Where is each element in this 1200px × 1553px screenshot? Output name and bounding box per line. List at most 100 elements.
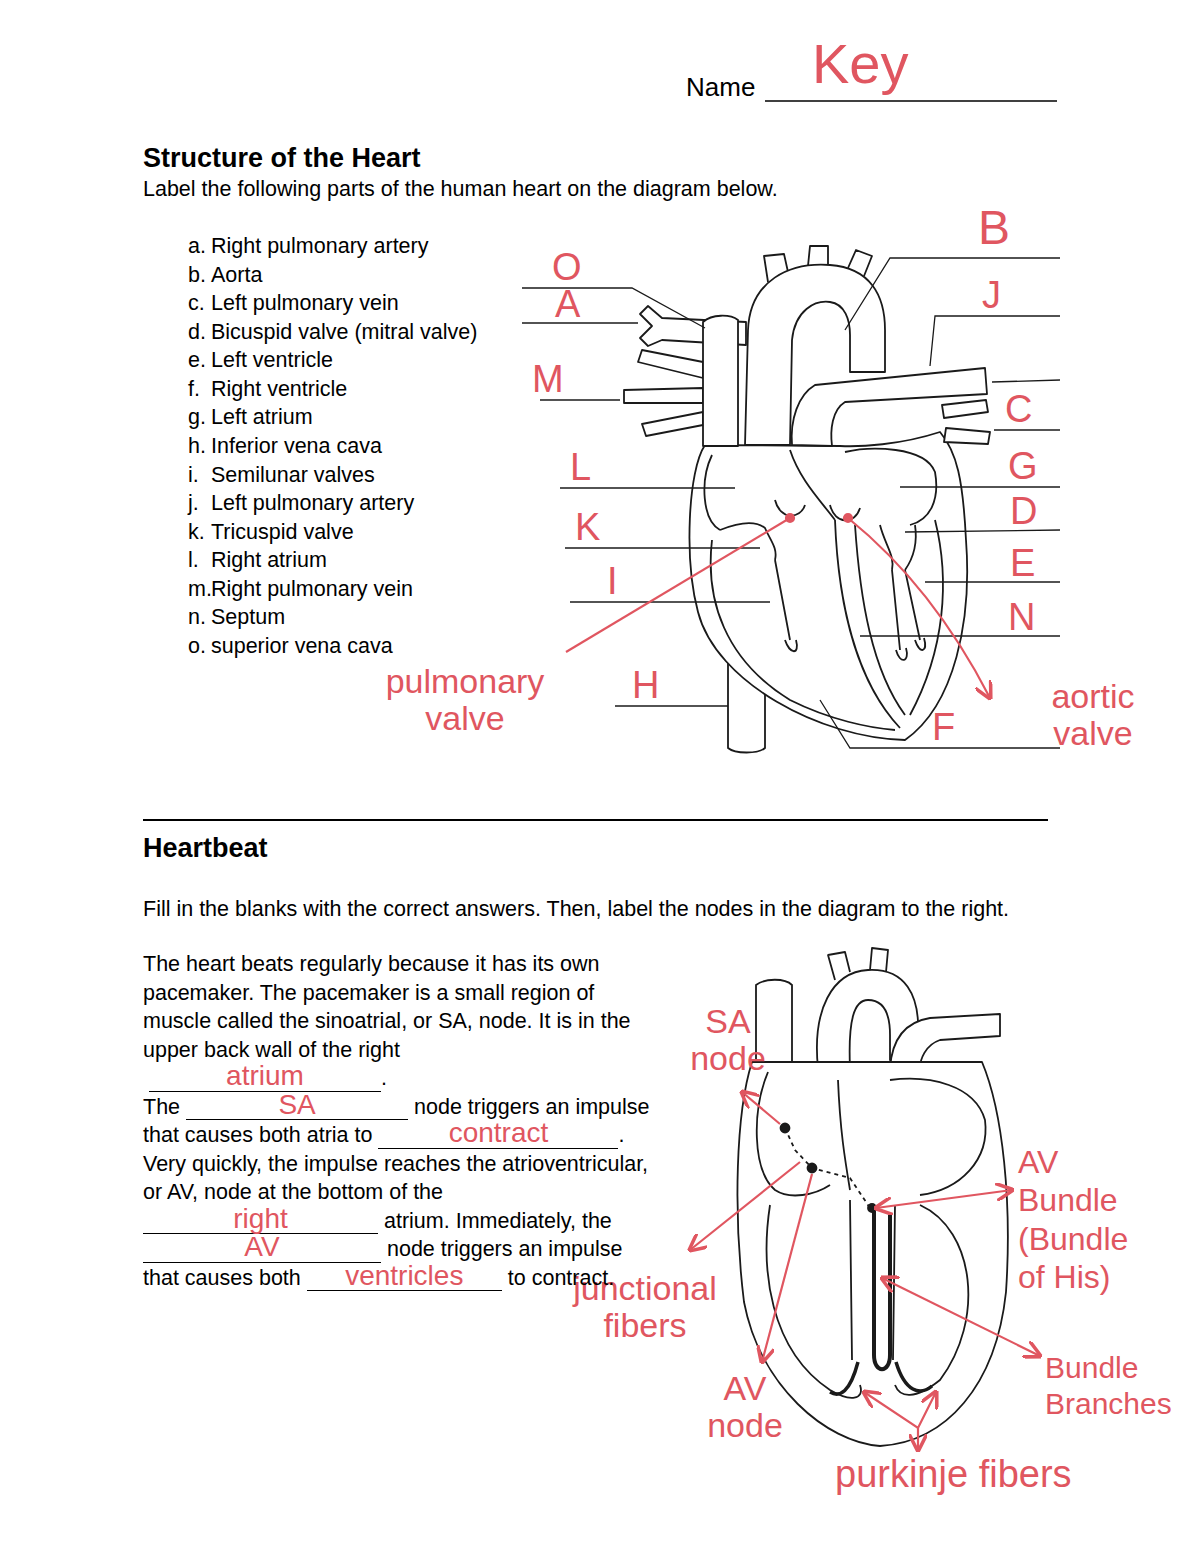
answer-letter: F (932, 708, 955, 746)
list-marker: b. (188, 263, 206, 288)
valve-annotation: pulmonary valve (365, 663, 565, 738)
list-item: Semilunar valves (211, 463, 375, 488)
fill-in-answer: contract (378, 1122, 618, 1149)
papillary-muscle (785, 638, 925, 660)
name-underline (765, 100, 1057, 102)
paragraph-text: atrium. Immediately, the (384, 1209, 612, 1233)
annotation-arrow (762, 1174, 812, 1362)
superior-vena-cava (703, 316, 738, 446)
leader-line (994, 429, 1060, 430)
section-heading: Structure of the Heart (143, 143, 421, 174)
ventricle-wall (895, 1205, 968, 1395)
leader-line (845, 258, 1060, 330)
list-item: Bicuspid valve (mitral valve) (211, 320, 477, 345)
annotation-arrow (742, 1092, 780, 1124)
instruction-text: Label the following parts of the human h… (143, 177, 778, 202)
name-label: Name (686, 73, 755, 103)
list-item: Inferior vena cava (211, 434, 382, 459)
fill-in-answer: atrium (149, 1065, 381, 1092)
paragraph-text: The heart beats regularly because it has… (143, 952, 631, 1062)
conduction-label: purkinje fibers (835, 1455, 1072, 1493)
paragraph-text: node triggers an impulse (387, 1237, 622, 1261)
annotation-arrow (917, 1428, 919, 1450)
pulmonary-trunk (890, 1014, 1000, 1068)
list-item: Right atrium (211, 548, 327, 573)
fill-in-answer: SA (186, 1094, 408, 1121)
paragraph-text: that causes both atria to (143, 1123, 372, 1147)
leader-line (522, 288, 705, 328)
list-marker: m. (188, 577, 212, 602)
list-item: Left ventricle (211, 348, 333, 373)
list-item: Septum (211, 605, 285, 630)
aortic-branch (870, 948, 888, 972)
annotation-arrow (690, 1162, 800, 1250)
paragraph-text: to contract. (508, 1266, 614, 1290)
purkinje-fibers (830, 1362, 932, 1394)
heart-body (737, 1062, 1007, 1446)
atrium-wall (704, 455, 720, 530)
section-divider (143, 819, 1048, 821)
answer-letter: L (570, 448, 591, 486)
annotation-dot (786, 514, 794, 522)
leader-line (925, 581, 1060, 582)
valve-annotation: aortic valve (1018, 678, 1168, 753)
interatrial-septum (838, 1080, 850, 1190)
annotation-arrow (876, 1190, 1012, 1208)
sa-node (781, 1124, 790, 1133)
list-marker: i. (188, 463, 199, 488)
answer-letter: J (982, 276, 1001, 314)
conduction-path (785, 1128, 870, 1208)
list-item: Left atrium (211, 405, 313, 430)
leader-line (900, 486, 1060, 487)
heart-body (690, 432, 968, 740)
annotation-arrow (848, 518, 990, 698)
fill-in-answer: right (143, 1208, 378, 1235)
conduction-label: SA node (683, 1003, 773, 1078)
answer-key-mark: Key (812, 36, 909, 92)
list-marker: f. (188, 377, 200, 402)
list-item: Left pulmonary artery (211, 491, 414, 516)
leader-line (615, 705, 728, 706)
answer-letter: K (575, 508, 600, 546)
answer-letter: I (607, 562, 618, 600)
section-heading: Heartbeat (143, 833, 268, 864)
leader-line (992, 380, 1060, 382)
paragraph-text: that causes both (143, 1266, 301, 1290)
paragraph-block: The heart beats regularly because it has… (143, 950, 643, 1292)
list-marker: o. (188, 634, 206, 659)
leader-lines (522, 258, 1060, 748)
leader-line (820, 700, 1060, 748)
list-marker: k. (188, 520, 205, 545)
aortic-branch (808, 246, 828, 266)
paragraph-text: . (618, 1123, 624, 1147)
answer-letter: A (555, 285, 580, 323)
list-item: Right pulmonary vein (211, 577, 413, 602)
list-item: Left pulmonary vein (211, 291, 399, 316)
pulmonary-vein (942, 400, 988, 418)
leader-line (565, 547, 760, 548)
av-node (808, 1164, 817, 1173)
bundle-of-his (874, 1210, 890, 1369)
list-item: Tricuspid valve (211, 520, 354, 545)
list-marker: l. (188, 548, 199, 573)
paragraph-text: node triggers an impulse (414, 1095, 649, 1119)
leader-line (905, 530, 1060, 532)
list-marker: e. (188, 348, 206, 373)
list-marker: j. (188, 491, 199, 516)
answer-letter: N (1008, 598, 1035, 636)
pulmonary-vein (944, 428, 990, 444)
answer-letter: M (532, 360, 564, 398)
answer-letter: B (978, 204, 1010, 252)
valve-arrows (566, 514, 990, 698)
answer-letter: O (552, 248, 582, 286)
annotation-dot (844, 514, 852, 522)
pulmonary-vein (624, 388, 703, 403)
bundle-start (868, 1204, 876, 1212)
leader-line (560, 487, 735, 488)
conduction-arrows (690, 1092, 1040, 1450)
list-marker: c. (188, 291, 205, 316)
list-marker: n. (188, 605, 206, 630)
answer-letter: G (1008, 447, 1038, 485)
